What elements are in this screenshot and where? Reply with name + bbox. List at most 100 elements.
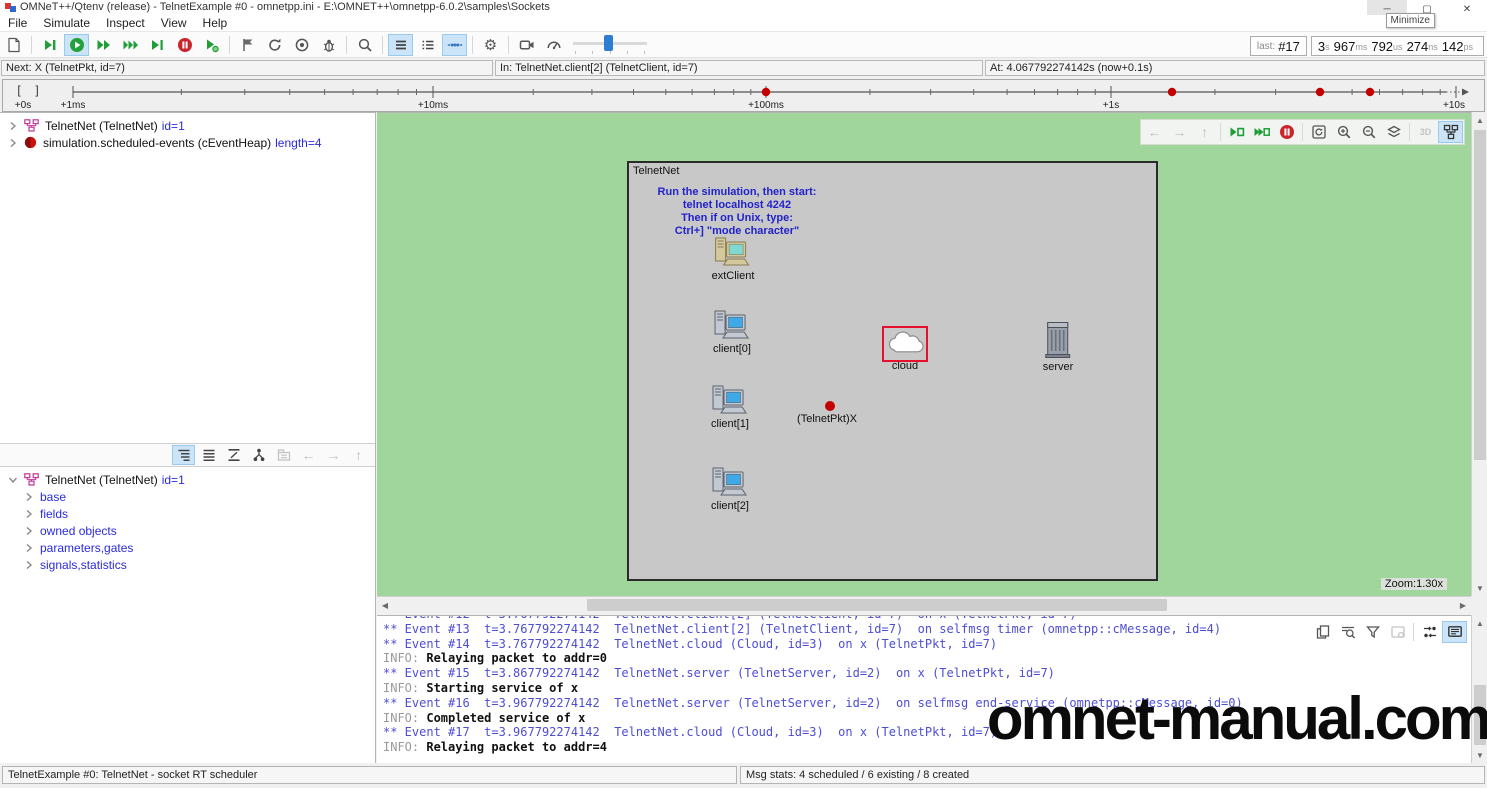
- canvas-horizontal-scrollbar[interactable]: ◀ ▶: [377, 596, 1471, 612]
- canvas-vertical-scrollbar[interactable]: ▲ ▼: [1471, 112, 1487, 596]
- canvas-stop-icon[interactable]: [1274, 121, 1299, 143]
- inspector-child-row[interactable]: fields: [0, 505, 375, 522]
- children-mode-icon[interactable]: [247, 445, 270, 465]
- chevron-right-icon[interactable]: [24, 560, 34, 570]
- run-until-button[interactable]: [145, 34, 170, 56]
- tree-mode-icon[interactable]: [172, 445, 195, 465]
- menu-file[interactable]: File: [8, 16, 28, 30]
- grouping-mode-icon: [272, 445, 295, 465]
- close-button[interactable]: ✕: [1462, 4, 1472, 15]
- preferences-gear-button[interactable]: ⚙: [483, 36, 498, 54]
- maximize-button[interactable]: ▢: [1422, 4, 1432, 15]
- canvas-zoom-in-icon[interactable]: [1331, 121, 1356, 143]
- tree-item-value: id=1: [161, 118, 185, 133]
- find-objects-button[interactable]: [352, 34, 377, 56]
- minimize-button[interactable]: ─: [1367, 0, 1407, 15]
- reload-button[interactable]: [262, 34, 287, 56]
- copy-icon[interactable]: [1310, 621, 1335, 643]
- speed-slider[interactable]: [573, 35, 647, 54]
- record-eventlog-button[interactable]: [289, 34, 314, 56]
- scroll-up-icon[interactable]: ▲: [1476, 115, 1484, 125]
- log-vscroll-thumb[interactable]: [1474, 685, 1486, 745]
- express-run-button[interactable]: [118, 34, 143, 56]
- flat-mode-icon[interactable]: [197, 445, 220, 465]
- chevron-right-icon[interactable]: [8, 121, 18, 131]
- node-client1[interactable]: client[1]: [711, 384, 749, 430]
- chevron-right-icon[interactable]: [24, 526, 34, 536]
- chevron-right-icon[interactable]: [24, 492, 34, 502]
- debug-next-event-button[interactable]: [235, 34, 260, 56]
- speed-slider-thumb[interactable]: [604, 35, 614, 51]
- find-in-log-icon[interactable]: [1335, 621, 1360, 643]
- node-extClient[interactable]: extClient: [712, 236, 754, 282]
- animation-button[interactable]: [442, 33, 467, 56]
- node-cloud[interactable]: cloud: [884, 330, 926, 372]
- canvas-run-until-icon[interactable]: [1224, 121, 1249, 143]
- menu-simulate[interactable]: Simulate: [43, 16, 91, 30]
- timeline-panel[interactable]: [ ] +0s+1ms+10ms+100ms+1s+10s: [2, 79, 1485, 112]
- filter-icon[interactable]: [1360, 621, 1385, 643]
- canvas-fast-run-until-icon[interactable]: [1249, 121, 1274, 143]
- log-display-mode-icon[interactable]: [1442, 621, 1467, 643]
- menu-view[interactable]: View: [160, 16, 187, 30]
- network-rect[interactable]: TelnetNet: [627, 161, 1158, 581]
- debug-icon-button[interactable]: [316, 34, 341, 56]
- canvas-hscroll-thumb[interactable]: [587, 599, 1167, 611]
- timeline-zoom-in-bracket[interactable]: [: [17, 83, 21, 97]
- new-file-button[interactable]: [1, 34, 26, 56]
- message-label: (TelnetPkt)X: [797, 413, 857, 425]
- inspector-child-row[interactable]: parameters,gates: [0, 539, 375, 556]
- log-vertical-scrollbar[interactable]: ▲ ▼: [1471, 615, 1487, 763]
- message-traffic-icon[interactable]: [1417, 621, 1442, 643]
- scroll-down-icon[interactable]: ▼: [1476, 583, 1484, 593]
- node-client0[interactable]: client[0]: [713, 309, 751, 355]
- network-canvas[interactable]: TelnetNet Run the simulation, then start…: [377, 112, 1471, 596]
- object-tree-row[interactable]: simulation.scheduled-events (cEventHeap)…: [0, 134, 375, 151]
- canvas-up-icon: ↑: [1201, 124, 1208, 140]
- inspector-child-row[interactable]: signals,statistics: [0, 556, 375, 573]
- log-view-button[interactable]: [388, 33, 413, 56]
- inspector-child-row[interactable]: base: [0, 488, 375, 505]
- log-toolbar: [1310, 621, 1467, 643]
- animation-speed-icon[interactable]: [541, 34, 566, 56]
- inspector-child-row[interactable]: owned objects: [0, 522, 375, 539]
- message-view-button[interactable]: [415, 34, 440, 56]
- module-graph-icon[interactable]: [1438, 121, 1463, 143]
- log-scroll-up-icon[interactable]: ▲: [1476, 618, 1484, 628]
- node-server[interactable]: server: [1043, 321, 1073, 373]
- run-button[interactable]: [64, 33, 89, 56]
- relayout-icon[interactable]: [1306, 121, 1331, 143]
- run-until-module-button[interactable]: [199, 34, 224, 56]
- scroll-right-icon[interactable]: ▶: [1459, 600, 1467, 610]
- zoom-level-label: Zoom:1.30x: [1380, 578, 1447, 590]
- message-dot[interactable]: [825, 401, 835, 411]
- chevron-right-icon[interactable]: [24, 543, 34, 553]
- menu-help[interactable]: Help: [202, 16, 228, 30]
- menu-inspect[interactable]: Inspect: [106, 16, 145, 30]
- chevron-right-icon[interactable]: [8, 138, 18, 148]
- stop-button[interactable]: [172, 34, 197, 56]
- tree-item-label: TelnetNet (TelnetNet): [45, 472, 158, 487]
- node-label: client[0]: [713, 343, 751, 355]
- fast-run-button[interactable]: [91, 34, 116, 56]
- scroll-left-icon[interactable]: ◀: [381, 600, 389, 610]
- inspector-root-row[interactable]: TelnetNet (TelnetNet)id=1: [0, 471, 375, 488]
- step-button[interactable]: [37, 34, 62, 56]
- timeline-axis: +0s+1ms+10ms+100ms+1s+10s: [15, 86, 1469, 111]
- log-scroll-down-icon[interactable]: ▼: [1476, 750, 1484, 760]
- inheritance-mode-icon[interactable]: [222, 445, 245, 465]
- object-tree-row[interactable]: TelnetNet (TelnetNet)id=1: [0, 117, 375, 134]
- chevron-right-icon[interactable]: [24, 509, 34, 519]
- layers-icon[interactable]: [1381, 121, 1406, 143]
- node-client2[interactable]: client[2]: [711, 466, 749, 512]
- minimize-tooltip: Minimize: [1385, 13, 1435, 28]
- log-panel[interactable]: ** Event #12 t=3.767792274142 TelnetNet.…: [377, 615, 1487, 763]
- log-lines: ** Event #12 t=3.767792274142 TelnetNet.…: [383, 616, 1367, 755]
- record-video-button[interactable]: [514, 34, 539, 56]
- canvas-zoom-out-icon[interactable]: [1356, 121, 1381, 143]
- chevron-down-icon[interactable]: [8, 475, 18, 485]
- watermark-text: omnet-manual.com: [986, 685, 1487, 752]
- timeline-zoom-out-bracket[interactable]: ]: [35, 83, 39, 97]
- canvas-vscroll-thumb[interactable]: [1474, 130, 1486, 460]
